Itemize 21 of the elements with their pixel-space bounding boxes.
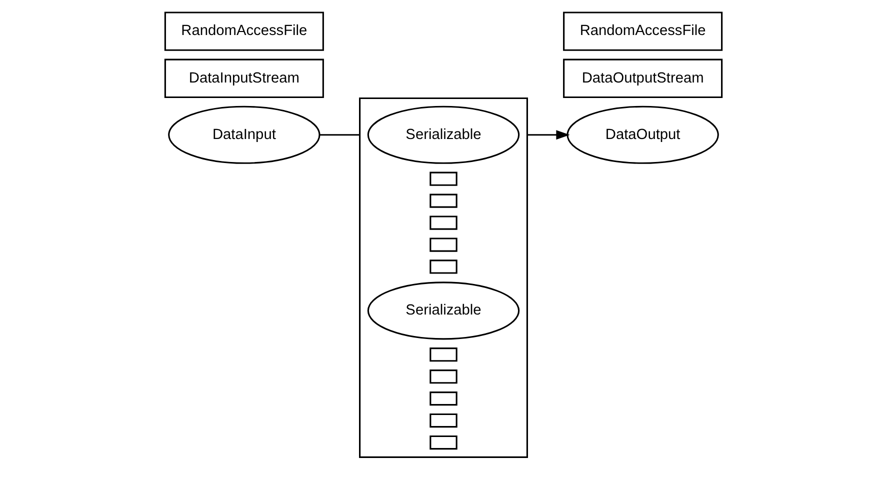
node-ellipse: DataInput: [168, 106, 320, 164]
cluster: [359, 98, 528, 458]
connector: [320, 134, 360, 136]
node-box: [430, 348, 458, 362]
node-box: [430, 413, 458, 428]
node-box: [430, 172, 458, 186]
arrow: [527, 130, 570, 140]
node-box: [430, 194, 458, 208]
node-box: [430, 238, 458, 252]
node-ellipse: Serializable: [367, 106, 520, 164]
node-box: [430, 370, 458, 384]
node-box: RandomAccessFile: [164, 12, 324, 51]
node-box: [430, 392, 458, 406]
node-ellipse: DataOutput: [566, 106, 719, 164]
node-box: [430, 216, 458, 230]
node-box: RandomAccessFile: [563, 12, 723, 51]
node-box: [430, 260, 458, 274]
node-box: DataInputStream: [164, 58, 324, 98]
node-box: DataOutputStream: [563, 58, 723, 98]
node-ellipse: Serializable: [367, 282, 520, 340]
node-box: [430, 435, 458, 450]
